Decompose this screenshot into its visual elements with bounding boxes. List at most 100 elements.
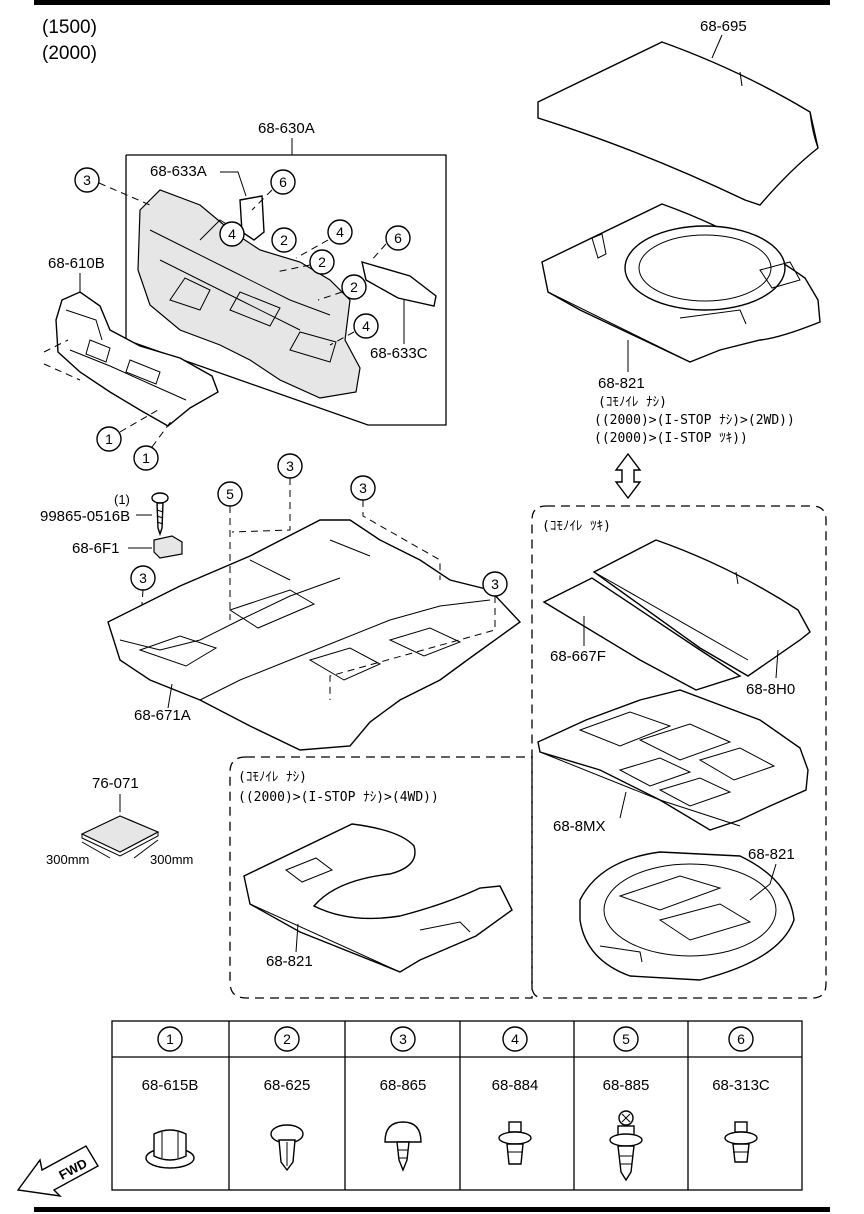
- svg-text:4: 4: [336, 224, 344, 240]
- svg-text:4: 4: [362, 318, 370, 334]
- callout-4-b[interactable]: 4: [327, 219, 353, 245]
- legend-col-4: 4 68-884: [492, 1026, 539, 1165]
- svg-text:6: 6: [737, 1031, 745, 1047]
- svg-text:2: 2: [318, 254, 326, 270]
- callout-6-b[interactable]: 6: [385, 225, 411, 251]
- svg-text:2: 2: [283, 1031, 291, 1047]
- board-68-667F[interactable]: [542, 577, 742, 691]
- label-68-671A: 68-671A: [134, 707, 191, 724]
- callout-3-a[interactable]: 3: [74, 167, 100, 193]
- label-68-630A: 68-630A: [258, 120, 315, 137]
- clip-icon-68-313C: [724, 1121, 758, 1163]
- label-76-071: 76-071: [92, 775, 139, 792]
- trunk-board-68-8H0[interactable]: [592, 539, 811, 677]
- callout-3-d[interactable]: 3: [350, 475, 376, 501]
- svg-text:5: 5: [622, 1031, 630, 1047]
- svg-text:3: 3: [491, 576, 499, 592]
- callout-3-b[interactable]: 3: [130, 565, 156, 591]
- clip-icon-68-865: [384, 1121, 422, 1172]
- legend-col-2: 2 68-625: [264, 1026, 311, 1172]
- group-box-4wd: [229, 756, 533, 999]
- screw-99865-0516B[interactable]: [151, 492, 169, 537]
- svg-text:6: 6: [279, 174, 287, 190]
- dash-insulator-68-610B[interactable]: [55, 291, 219, 427]
- label-68-8MX: 68-8MX: [553, 818, 606, 835]
- legend-part-6: 68-313C: [712, 1077, 770, 1094]
- label-68-667F: 68-667F: [550, 648, 606, 665]
- clip-icon-68-625: [270, 1124, 304, 1172]
- clip-icon-68-885: [609, 1110, 643, 1182]
- variant-2000: (2000): [42, 43, 97, 64]
- dim-right: 300mm: [150, 852, 193, 867]
- note-top-2: ((2000)>(I-STOP ﾅｼ)>(2WD)): [594, 413, 795, 428]
- label-68-610B: 68-610B: [48, 255, 105, 272]
- note-mid-2: ((2000)>(I-STOP ﾅｼ)>(4WD)): [238, 790, 439, 805]
- callout-2-b[interactable]: 2: [309, 249, 335, 275]
- callout-3-e[interactable]: 3: [482, 571, 508, 597]
- svg-text:3: 3: [83, 172, 91, 188]
- callout-5[interactable]: 5: [217, 481, 243, 507]
- label-68-633A: 68-633A: [150, 163, 207, 180]
- legend-part-3: 68-865: [380, 1077, 427, 1094]
- label-68-633C: 68-633C: [370, 345, 428, 362]
- svg-text:3: 3: [286, 458, 294, 474]
- legend-col-5: 5 68-885: [603, 1026, 650, 1182]
- fwd-arrow-icon: FWD: [16, 1145, 99, 1197]
- legend-col-3: 3 68-865: [380, 1026, 427, 1172]
- label-68-821-top: 68-821: [598, 375, 645, 392]
- callout-2-c[interactable]: 2: [341, 274, 367, 300]
- spare-tray-68-821-mid[interactable]: [243, 823, 513, 973]
- svg-text:3: 3: [399, 1031, 407, 1047]
- group-box-68-630A: [125, 154, 447, 426]
- clip-68-6F1[interactable]: [153, 535, 183, 559]
- svg-text:4: 4: [228, 226, 236, 242]
- pad-76-071[interactable]: [80, 815, 160, 857]
- callout-1-b[interactable]: 1: [133, 445, 159, 471]
- storage-tray-68-8MX[interactable]: [537, 689, 809, 831]
- group-box-with-storage: [531, 505, 827, 999]
- callout-4-c[interactable]: 4: [353, 313, 379, 339]
- spare-tray-68-821-top[interactable]: [541, 203, 821, 363]
- label-68-821-mid: 68-821: [266, 953, 313, 970]
- dim-left: 300mm: [46, 852, 89, 867]
- svg-text:1: 1: [166, 1031, 174, 1047]
- legend-part-5: 68-885: [603, 1077, 650, 1094]
- svg-text:2: 2: [350, 279, 358, 295]
- note-right: (ｺﾓﾉｲﾚ ﾂｷ): [542, 519, 611, 534]
- svg-text:3: 3: [139, 570, 147, 586]
- callout-1-a[interactable]: 1: [96, 426, 122, 452]
- svg-text:2: 2: [280, 232, 288, 248]
- variant-1500: (1500): [42, 17, 97, 38]
- clip-icon-68-615B: [145, 1129, 195, 1169]
- note-top-3: ((2000)>(I-STOP ﾂｷ)): [594, 431, 748, 446]
- svg-text:6: 6: [394, 230, 402, 246]
- svg-text:1: 1: [105, 431, 113, 447]
- label-68-821-right: 68-821: [748, 846, 795, 863]
- label-68-6F1: 68-6F1: [72, 540, 120, 557]
- bracket-68-633C[interactable]: [361, 260, 437, 307]
- label-68-695: 68-695: [700, 18, 747, 35]
- svg-text:5: 5: [226, 486, 234, 502]
- legend-part-1: 68-615B: [142, 1077, 199, 1094]
- note-mid-1: (ｺﾓﾉｲﾚ ﾅｼ): [238, 770, 307, 785]
- callout-4-a[interactable]: 4: [219, 221, 245, 247]
- clip-icon-68-884: [498, 1121, 532, 1165]
- floor-carpet-68-671A[interactable]: [107, 519, 522, 751]
- label-68-8H0: 68-8H0: [746, 681, 795, 698]
- fastener-legend-table: [111, 1020, 803, 1191]
- svg-text:4: 4: [511, 1031, 519, 1047]
- callout-2-a[interactable]: 2: [271, 227, 297, 253]
- legend-part-4: 68-884: [492, 1077, 539, 1094]
- spare-tray-68-821-right[interactable]: [579, 851, 795, 981]
- legend-part-2: 68-625: [264, 1077, 311, 1094]
- callout-6-a[interactable]: 6: [270, 169, 296, 195]
- label-99865-0516B: 99865-0516B: [40, 508, 130, 525]
- qty-1: (1): [114, 492, 130, 507]
- svg-text:3: 3: [359, 480, 367, 496]
- trunk-board-68-695[interactable]: [537, 41, 819, 206]
- callout-3-c[interactable]: 3: [277, 453, 303, 479]
- note-top-1: (ｺﾓﾉｲﾚ ﾅｼ): [598, 395, 667, 410]
- bottom-rule: [34, 1207, 830, 1212]
- legend-col-1: 1 68-615B: [142, 1026, 199, 1169]
